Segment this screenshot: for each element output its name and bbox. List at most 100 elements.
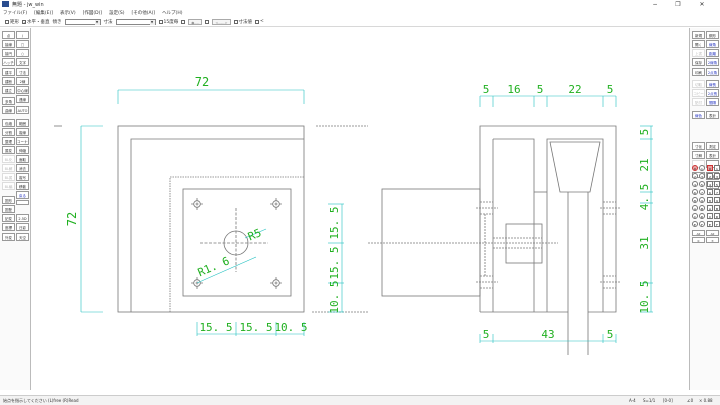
tool-text[interactable]: 文字 xyxy=(16,58,29,66)
layer-group-all-value[interactable]: 0 xyxy=(692,237,705,243)
arrow-line-button[interactable]: <-----> xyxy=(212,18,231,25)
angle-indicator[interactable]: ∠0 xyxy=(687,398,694,403)
menu-draw[interactable]: [作図(D)] xyxy=(82,11,103,16)
menu-view[interactable]: 表示(V) xyxy=(59,11,76,16)
zoom-level[interactable]: × 0.88 xyxy=(699,398,713,403)
line-type-indicator[interactable] xyxy=(16,200,29,205)
print-button[interactable]: 印刷 xyxy=(692,68,705,76)
tool-polygon[interactable]: 多角 xyxy=(2,97,15,105)
menu-help[interactable]: ヘルプ(H) xyxy=(162,11,183,16)
tool-point[interactable]: 点 xyxy=(2,31,15,39)
tool-sky[interactable]: 天空 xyxy=(16,233,29,241)
tool-tangent[interactable]: 接線 xyxy=(2,40,15,48)
layer-7[interactable]: 7 xyxy=(714,189,720,195)
layer-group-7[interactable]: 7 xyxy=(699,189,705,195)
layer-all-button[interactable]: All xyxy=(706,230,719,236)
tool-organize[interactable]: 整理 xyxy=(2,137,15,145)
layer-group-9[interactable]: 9 xyxy=(699,197,705,203)
layer-c[interactable]: C xyxy=(707,213,713,219)
point-line-checkbox[interactable] xyxy=(181,19,186,24)
layer-group-f[interactable]: F xyxy=(699,221,705,227)
tool-centerline[interactable]: 中心線 xyxy=(16,86,29,94)
tool-record-change[interactable]: 記変 xyxy=(2,214,15,222)
layer-group-c[interactable]: C xyxy=(692,213,698,219)
restore-button[interactable]: ❐ xyxy=(675,1,681,8)
layer-group-6[interactable]: 6 xyxy=(692,189,698,195)
layer-group-b[interactable]: B xyxy=(699,205,705,211)
close-button[interactable]: ✕ xyxy=(699,1,705,8)
drawing-canvas[interactable]: 72 72 15. 5 15. 5 10. 5 15. 5 15. 5 10. … xyxy=(32,28,688,390)
rect-checkbox[interactable]: 矩形 xyxy=(5,19,19,25)
layer-indicator[interactable]: [0-0] xyxy=(663,398,673,403)
layer-group-2[interactable]: 2 xyxy=(692,173,698,179)
scale[interactable]: S=1/1 xyxy=(643,398,656,403)
layer-2[interactable]: 2 xyxy=(707,173,713,179)
tool-rectangle[interactable]: □ xyxy=(16,40,29,48)
tool-range[interactable]: 範囲 xyxy=(16,119,29,127)
tool-curve[interactable]: 曲線 xyxy=(2,106,15,114)
tool-extend[interactable]: 伸縮 xyxy=(16,146,29,154)
tool-divide[interactable]: 分割 xyxy=(2,128,15,136)
dim-convert-button[interactable]: 寸化 xyxy=(692,142,705,150)
tool-hatch[interactable]: ハッチ xyxy=(2,58,15,66)
dim-release-button[interactable]: 寸解 xyxy=(692,151,705,159)
tool-block-break[interactable]: BL解 xyxy=(2,164,15,172)
slope-select[interactable]: ▼ xyxy=(64,18,101,25)
menu-file[interactable]: ファイル(F) xyxy=(3,11,28,16)
layer-group-e[interactable]: E xyxy=(692,221,698,227)
tool-copy[interactable]: 複写 xyxy=(16,173,29,181)
tool-tangent-circle[interactable]: 接円 xyxy=(2,49,15,57)
layer-f[interactable]: F xyxy=(714,221,720,227)
tool-block-attr[interactable]: BL属 xyxy=(2,173,15,181)
dim-value-checkbox[interactable]: 寸法値 xyxy=(233,19,252,25)
tool-undo[interactable]: 戻る xyxy=(16,191,29,199)
layer-group-3[interactable]: 3 xyxy=(699,173,705,179)
tool-elevation[interactable]: 建立 xyxy=(2,86,15,94)
paper-size[interactable]: A-4 xyxy=(629,398,636,403)
tool-erase[interactable]: 消去 xyxy=(16,164,29,172)
line-angle-button[interactable]: 線角 xyxy=(706,40,719,48)
tool-shadow[interactable]: 日影 xyxy=(16,223,29,231)
layer-6[interactable]: 6 xyxy=(707,189,713,195)
layer-1[interactable]: 1 xyxy=(714,165,720,171)
tool-offset[interactable]: 複線 xyxy=(16,128,29,136)
layer-3[interactable]: 3 xyxy=(714,173,720,179)
tool-envelope[interactable]: 包絡 xyxy=(2,119,15,127)
tool-dimension[interactable]: 寸法 xyxy=(16,68,29,76)
line-length-button[interactable]: 線長 xyxy=(706,80,719,88)
tool-2-5d[interactable]: 2.5D xyxy=(16,214,29,222)
steel-shape-button[interactable]: 鋼形 xyxy=(706,31,719,39)
file-new-button[interactable]: 新規 xyxy=(692,31,705,39)
layer-b[interactable]: B xyxy=(714,205,720,211)
tool-move[interactable]: 移動 xyxy=(16,182,29,190)
layer-group-0[interactable]: 0 xyxy=(692,165,698,171)
layer-d[interactable]: D xyxy=(714,213,720,219)
two-point-length-button[interactable]: 2点長 xyxy=(706,89,719,97)
arrow-line-checkbox[interactable] xyxy=(205,19,210,24)
layer-9[interactable]: 9 xyxy=(714,197,720,203)
tool-continuous-line[interactable]: 連線 xyxy=(16,95,29,103)
layer-group-8[interactable]: 8 xyxy=(692,197,698,203)
tool-plan[interactable]: 建平 xyxy=(2,68,15,76)
distance-button[interactable]: 距離 xyxy=(706,49,719,57)
layer-group-a[interactable]: A xyxy=(692,205,698,211)
tool-line[interactable]: / xyxy=(16,31,29,39)
dim-select[interactable]: ▼ xyxy=(115,18,156,25)
layer-0[interactable]: 0 xyxy=(707,165,713,171)
cut-button[interactable]: 切取 xyxy=(692,80,705,88)
tool-block-edit[interactable]: BL編 xyxy=(2,182,15,190)
spreadsheet-button[interactable]: 表計 xyxy=(706,111,719,119)
tool-figure-register[interactable]: 図登 xyxy=(2,205,15,213)
interval-button[interactable]: 間隔 xyxy=(706,98,719,106)
layer-a[interactable]: A xyxy=(707,205,713,211)
tool-chamfer[interactable]: 面取 xyxy=(16,155,29,163)
layer-group-4[interactable]: 4 xyxy=(692,181,698,187)
tool-auto[interactable]: AUTO xyxy=(16,106,29,114)
tool-attr-change[interactable]: 属変 xyxy=(2,146,15,154)
file-open-button[interactable]: 開く xyxy=(692,40,705,48)
menu-edit[interactable]: [編集(E)] xyxy=(34,11,53,16)
tool-block-make[interactable]: BL化 xyxy=(2,155,15,163)
tool-corner[interactable]: コーナー xyxy=(16,137,29,145)
tool-section[interactable]: 建断 xyxy=(2,77,15,85)
tool-coordinate[interactable]: 座標 xyxy=(2,223,15,231)
